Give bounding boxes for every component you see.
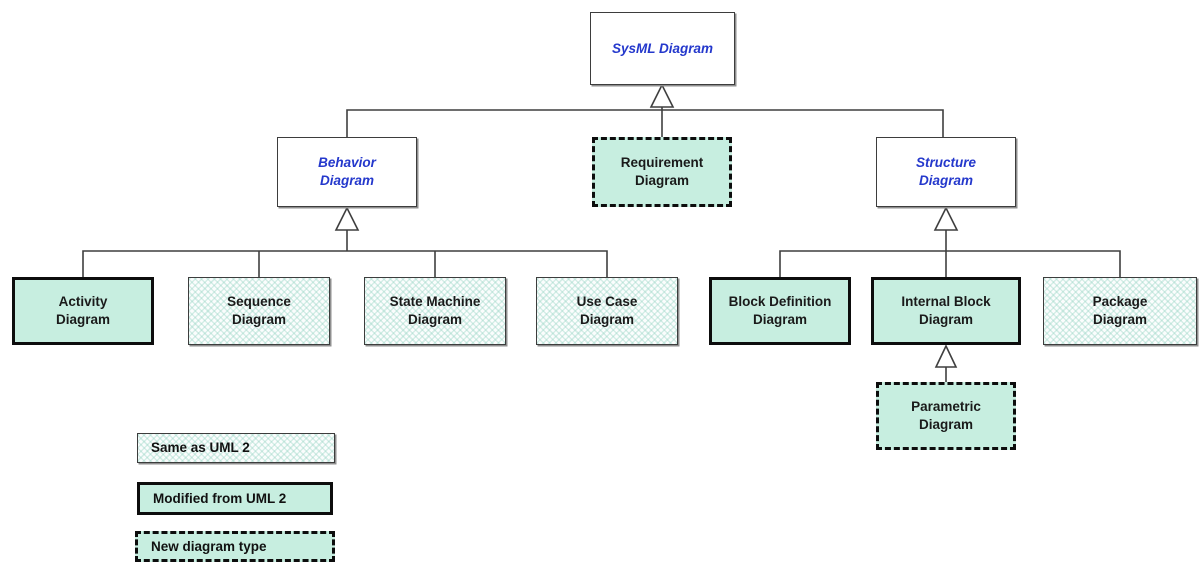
legend-same-as-uml2: Same as UML 2 [137, 433, 335, 463]
connector-structure-bus [779, 250, 1121, 277]
node-structure-diagram: Structure Diagram [876, 137, 1016, 207]
generalization-arrow-structure [933, 206, 959, 231]
generalization-arrow-sysml [649, 83, 675, 108]
node-package-diagram: Package Diagram [1043, 277, 1197, 345]
connector-behavior-bus [82, 250, 608, 277]
node-sequence-diagram: Sequence Diagram [188, 277, 330, 345]
node-parametric-diagram: Parametric Diagram [876, 382, 1016, 450]
legend-new-diagram-type: New diagram type [135, 531, 335, 562]
node-internal-block-diagram: Internal Block Diagram [871, 277, 1021, 345]
node-use-case-diagram: Use Case Diagram [536, 277, 678, 345]
node-behavior-diagram: Behavior Diagram [277, 137, 417, 207]
node-activity-diagram: Activity Diagram [12, 277, 154, 345]
legend-modified-from-uml2: Modified from UML 2 [137, 482, 333, 515]
node-sysml-diagram: SysML Diagram [590, 12, 735, 85]
generalization-arrow-internal-block [934, 344, 958, 368]
node-state-machine-diagram: State Machine Diagram [364, 277, 506, 345]
connector-level2-bus [346, 109, 944, 137]
node-block-definition-diagram: Block Definition Diagram [709, 277, 851, 345]
generalization-arrow-behavior [334, 206, 360, 231]
node-requirement-diagram: Requirement Diagram [592, 137, 732, 207]
